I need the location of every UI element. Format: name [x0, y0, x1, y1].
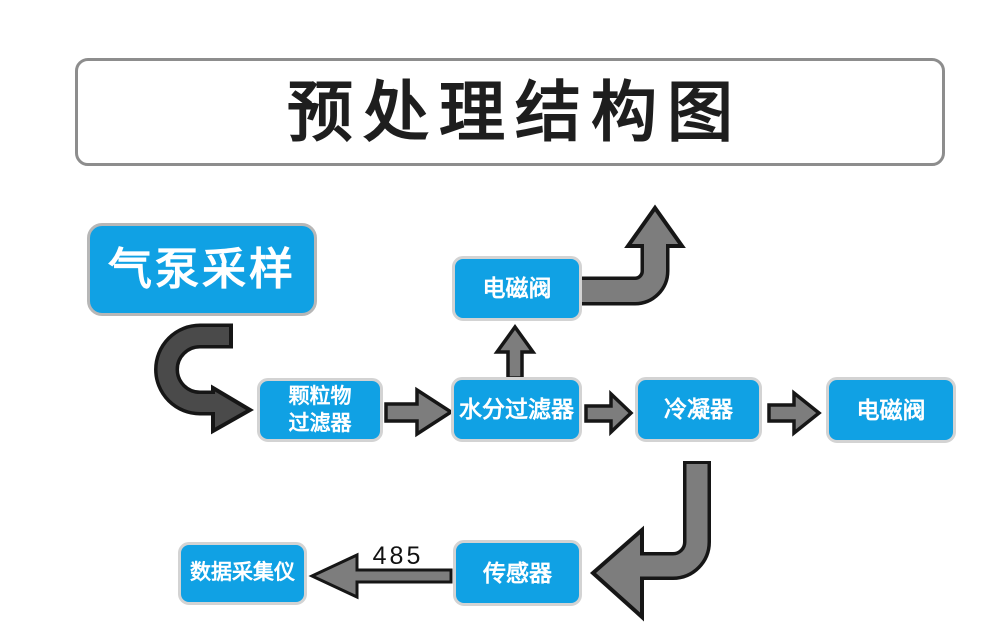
node-data-logger-label: 数据采集仪: [190, 561, 295, 585]
node-condenser: 冷凝器: [635, 377, 762, 442]
diagram-title-box: 预处理结构图: [75, 58, 945, 166]
node-air-pump-sampling: 气泵采样: [87, 223, 317, 316]
node-water-filter-label: 水分过滤器: [459, 396, 574, 423]
node-solenoid-valve-right: 电磁阀: [826, 377, 956, 443]
arrow-particulate-to-water: [384, 386, 455, 438]
node-particulate-filter-label-line1: 颗粒物: [288, 385, 352, 408]
node-particulate-filter: 颗粒物 过滤器: [257, 378, 383, 442]
node-sensor-label: 传感器: [483, 559, 552, 586]
arrow-water-to-condenser: [584, 389, 634, 437]
node-solenoid-valve-top-label: 电磁阀: [482, 275, 552, 302]
node-solenoid-valve-top: 电磁阀: [452, 256, 582, 321]
node-data-logger: 数据采集仪: [178, 542, 307, 605]
node-particulate-filter-label-line2: 过滤器: [288, 412, 352, 435]
diagram-title: 预处理结构图: [287, 75, 743, 149]
node-solenoid-valve-right-label: 电磁阀: [856, 396, 926, 423]
arrow-condenser-to-solenoid-right: [767, 389, 822, 437]
node-condenser-label: 冷凝器: [664, 396, 733, 423]
node-air-pump-sampling-label: 气泵采样: [108, 245, 296, 294]
bus-485-label: 485: [372, 542, 424, 570]
node-sensor: 传感器: [453, 540, 582, 606]
arrow-pump-to-particulate: [154, 323, 254, 435]
arrow-sensor-to-datalogger: [308, 552, 453, 600]
node-water-filter: 水分过滤器: [451, 377, 582, 442]
arrow-water-to-solenoid-top: [493, 324, 537, 380]
arrow-solenoid-top-exit: [582, 204, 686, 306]
arrow-condenser-to-sensor: [589, 461, 711, 622]
